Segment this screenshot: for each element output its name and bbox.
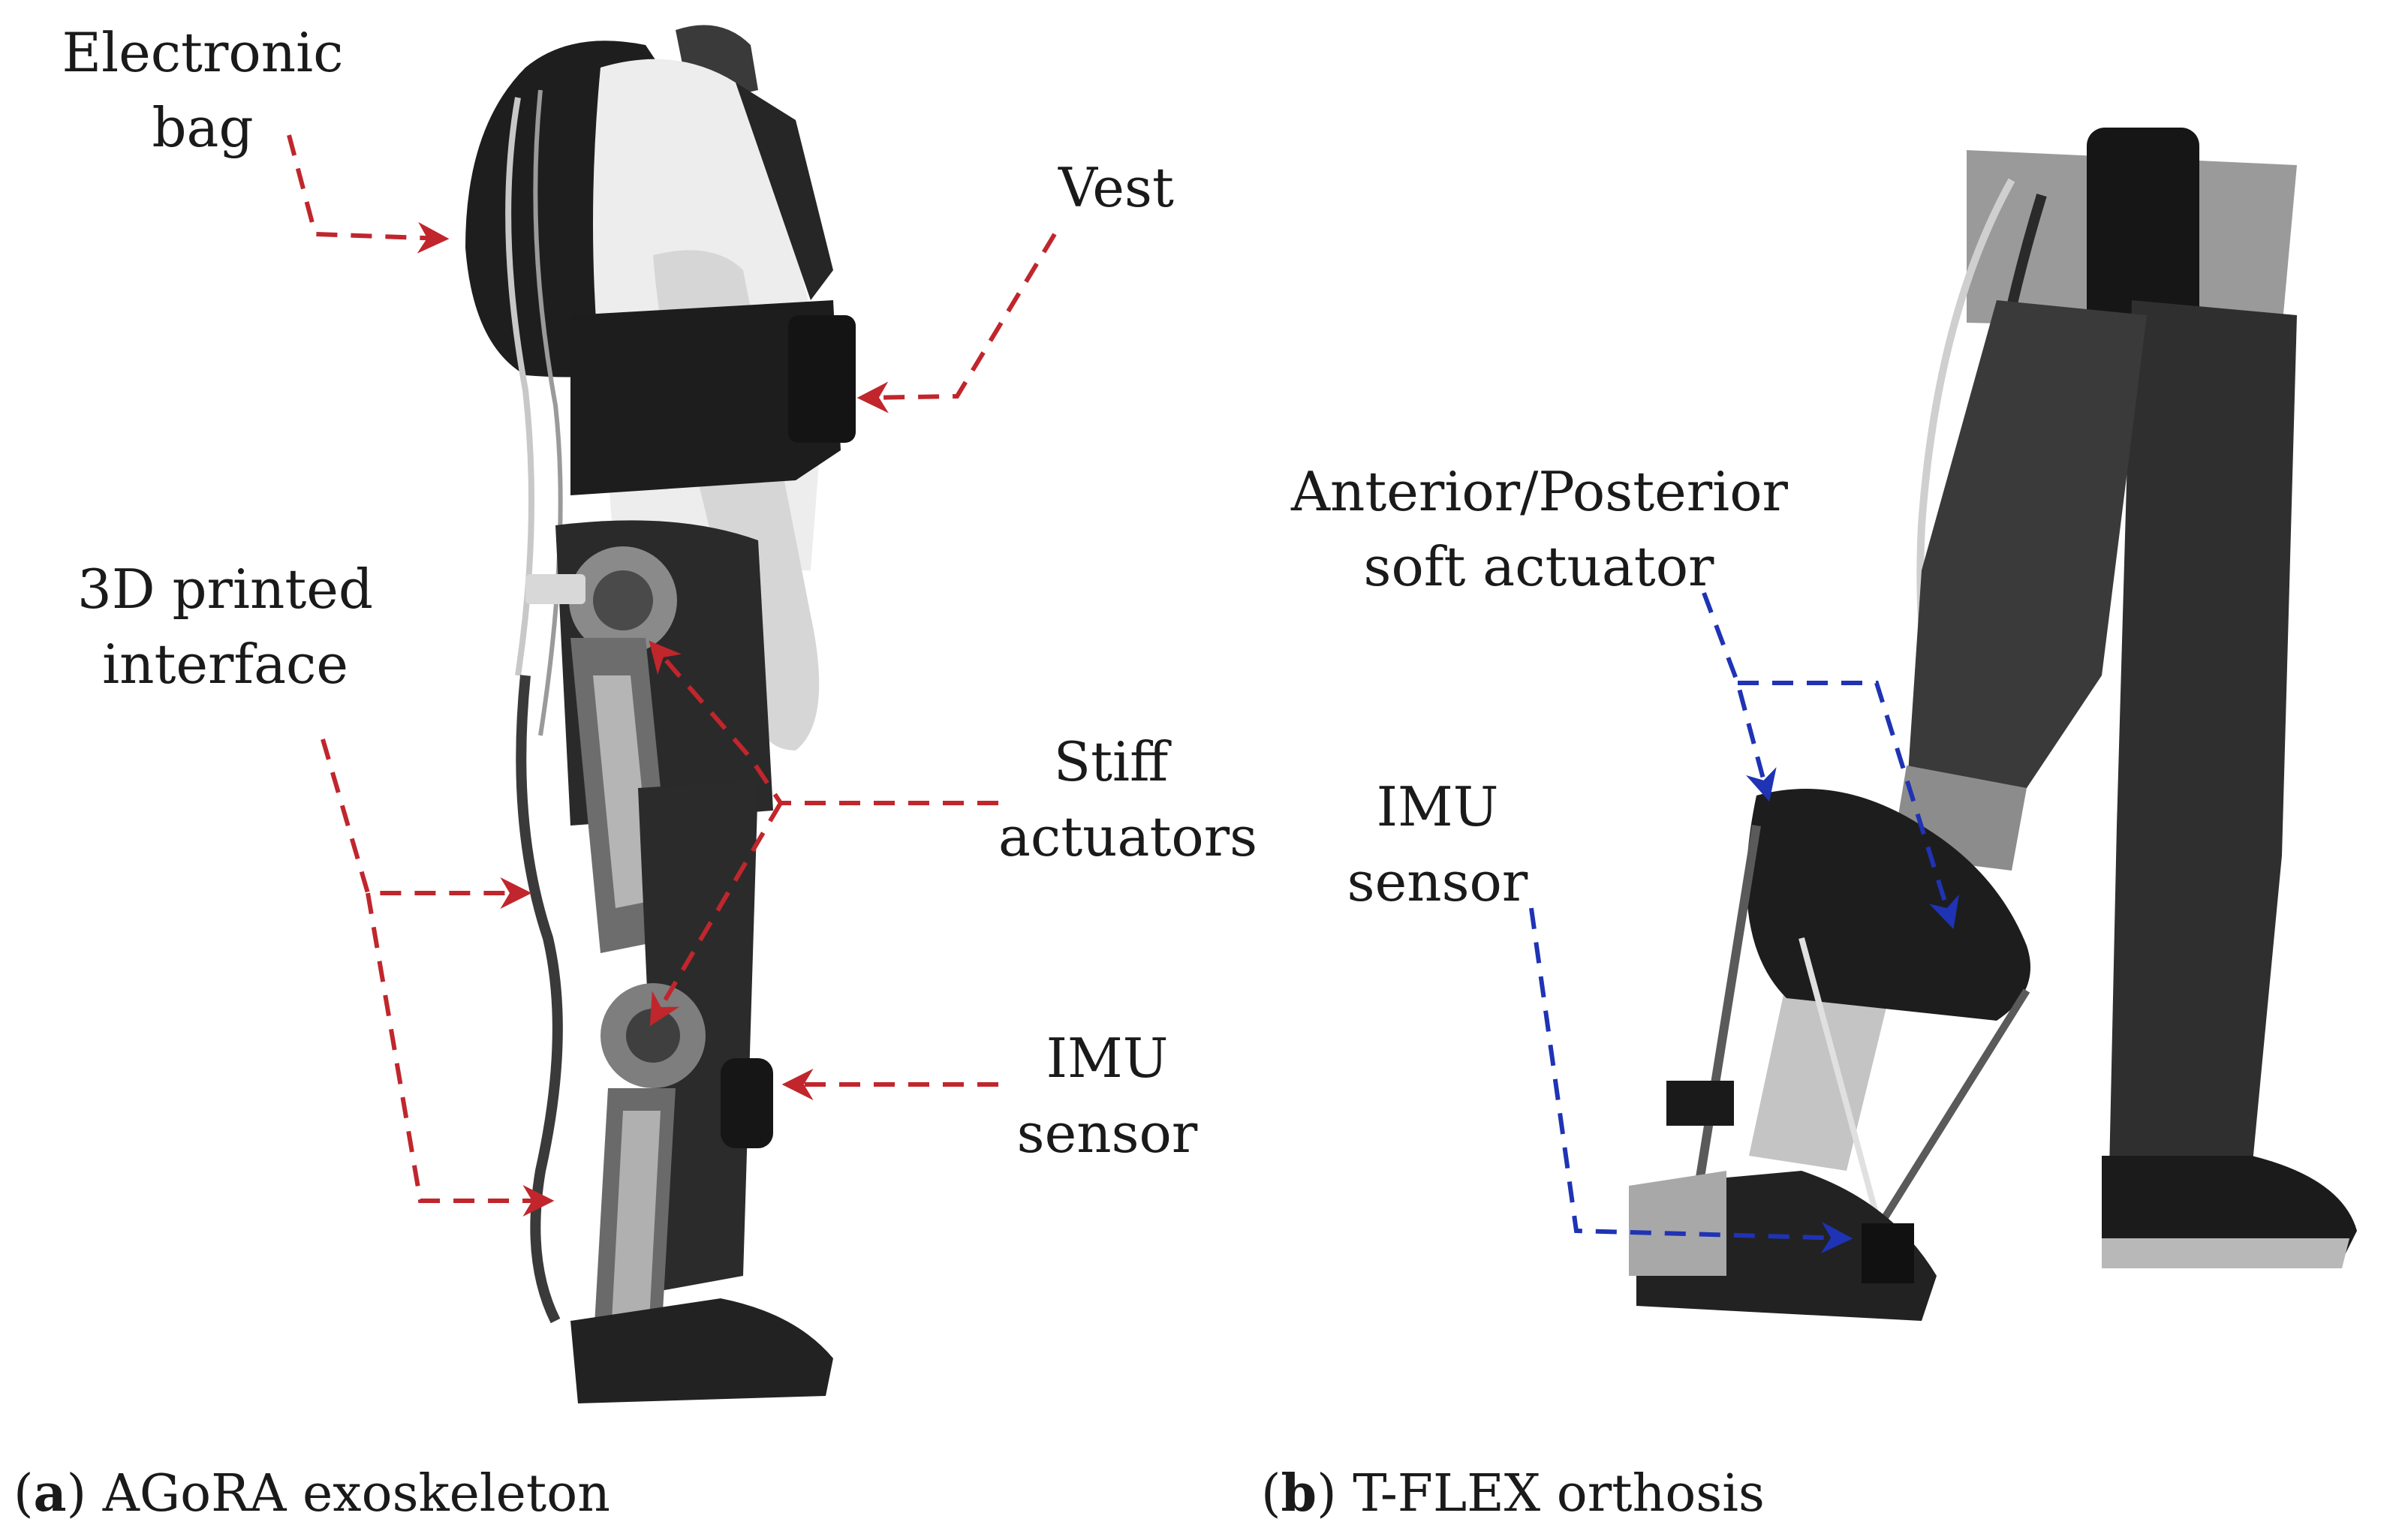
tflex-orthosis-photo: [1629, 128, 2357, 1321]
red-annotation-arrows: [287, 134, 1057, 1217]
caption-a-text: AGoRA exoskeleton: [102, 1464, 610, 1523]
caption-b-text: T-FLEX orthosis: [1353, 1464, 1765, 1523]
label-electronic-bag-line1: Electronic: [62, 21, 344, 84]
label-imu-a-line1: IMU: [1046, 1027, 1169, 1090]
arrow-vest: [856, 233, 1057, 414]
label-vest: Vest: [1058, 156, 1174, 219]
arrow-imu-b: [1529, 907, 1853, 1254]
label-electronic-bag-line2: bag: [152, 96, 254, 159]
label-soft-line1: Anterior/Posterior: [1291, 460, 1788, 523]
agora-exoskeleton-photo: [465, 25, 856, 1403]
label-imu-a-line2: sensor: [1016, 1102, 1198, 1165]
caption-panel-a: (a) AGoRA exoskeleton: [14, 1463, 610, 1523]
label-soft-actuator: Anterior/Posterior soft actuator: [1291, 454, 1788, 604]
arrow-interface-lower: [366, 892, 555, 1217]
caption-panel-b: (b) T-FLEX orthosis: [1261, 1463, 1765, 1523]
label-3d-printed-interface: 3D printed interface: [60, 552, 390, 702]
vest-belt: [570, 300, 841, 495]
caption-a-letter: a: [33, 1463, 67, 1523]
label-electronic-bag: Electronic bag: [45, 15, 360, 165]
label-imu-sensor-b: IMU sensor: [1344, 769, 1531, 919]
arrow-interface-upper: [321, 738, 532, 909]
label-imu-sensor-a: IMU sensor: [1006, 1021, 1209, 1171]
arrow-stiff-knee: [649, 802, 783, 1027]
label-interface-line1: 3D printed: [77, 558, 373, 621]
label-stiff-line2: actuators: [998, 805, 1258, 868]
arrow-electronic-bag: [287, 134, 450, 254]
caption-b-letter: b: [1281, 1463, 1317, 1523]
back-leg-jeans: [2109, 300, 2297, 1171]
label-interface-line2: interface: [102, 633, 348, 696]
front-leg-jeans: [1907, 300, 2147, 811]
label-imu-b-line1: IMU: [1376, 775, 1499, 838]
label-stiff-line1: Stiff: [1053, 730, 1169, 793]
arrow-soft-actuator-left: [1702, 591, 1777, 802]
arrow-stiff-hip: [649, 640, 998, 805]
label-imu-b-line2: sensor: [1347, 850, 1528, 913]
label-stiff-actuators: Stiff actuators: [998, 724, 1258, 874]
orthosis-actuator-body: [1746, 789, 2030, 1021]
blue-annotation-arrows: [1529, 591, 1960, 1254]
agora-shoe: [570, 1298, 833, 1403]
arrow-soft-actuator-right: [1738, 681, 1960, 930]
label-soft-line2: soft actuator: [1363, 535, 1714, 598]
